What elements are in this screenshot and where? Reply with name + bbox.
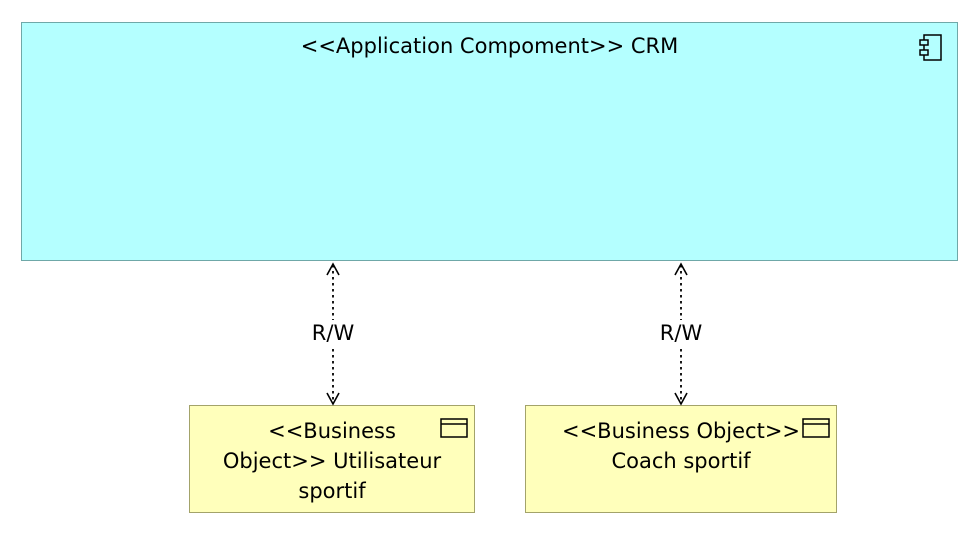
edge-label-user-crm: R/W [309,320,357,346]
business-object-coach-sportif[interactable]: <<Business Object>> Coach sportif [525,405,837,513]
crm-title: <<Application Compoment>> CRM [300,34,679,58]
component-icon [919,34,942,61]
business-object-user-title: <<Business Object>> Utilisateur sportif [222,419,442,503]
business-object-coach-title: <<Business Object>> Coach sportif [561,419,801,473]
business-object-icon [440,418,468,438]
crm-application-component[interactable]: <<Application Compoment>> CRM [21,22,958,261]
business-object-icon [802,418,830,438]
edge-label-coach-crm: R/W [657,320,705,346]
business-object-utilisateur-sportif[interactable]: <<Business Object>> Utilisateur sportif [189,405,475,513]
